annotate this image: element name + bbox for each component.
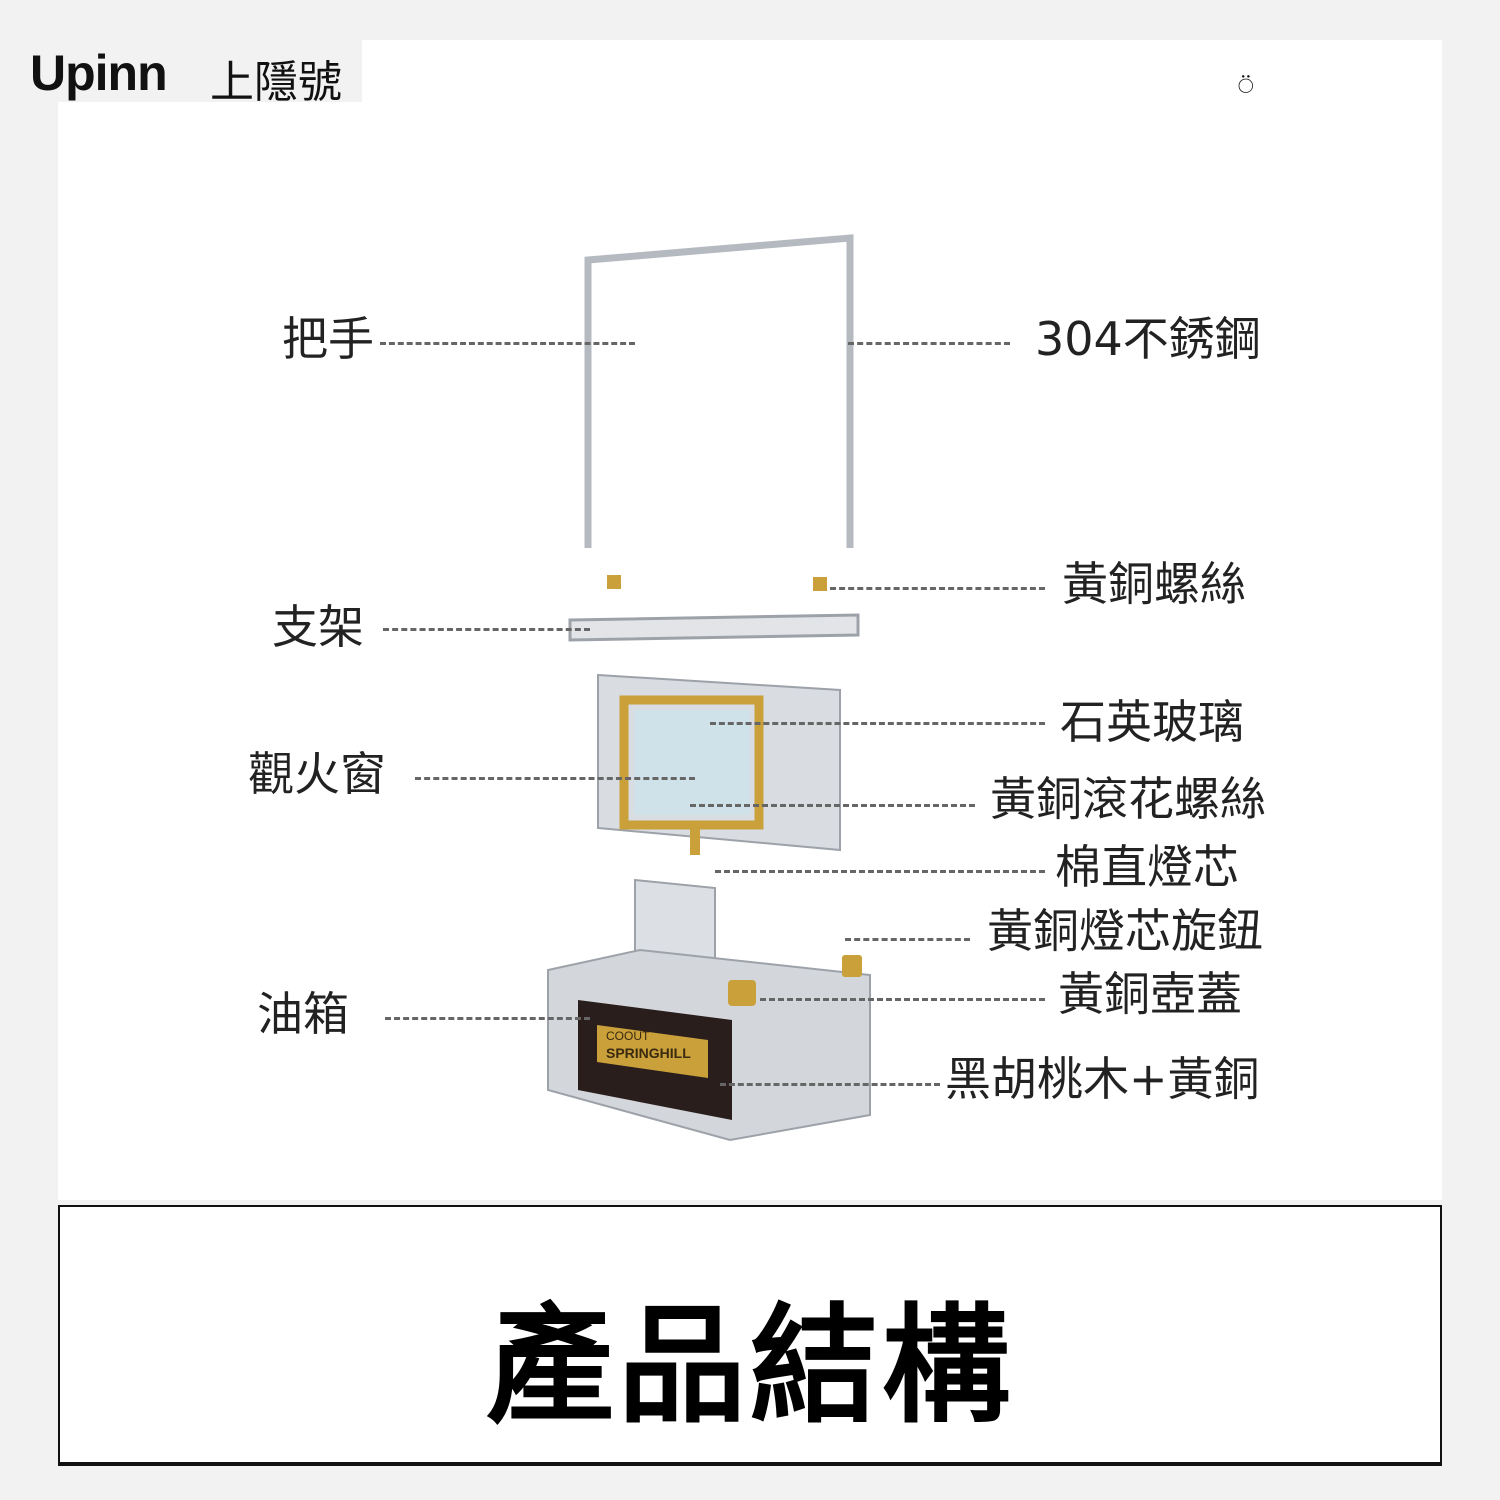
leader-material [848, 342, 1010, 345]
leader-plate [720, 1083, 940, 1086]
logo-text: Upinn [30, 45, 168, 101]
plate-line1: COOUT [606, 1029, 650, 1043]
leader-handle [380, 342, 635, 345]
brass-screw-left [607, 575, 621, 589]
leader-brass-screw [830, 587, 1045, 590]
brand-logo: Upinn 上隱號 [0, 38, 362, 108]
logo-cn: 上隱號 [210, 57, 342, 108]
plate-line2: SPRINGHILL [606, 1045, 691, 1061]
window-part [597, 673, 841, 855]
leader-cap [760, 998, 1045, 1001]
label-knurled-screw: 黃銅滾花螺絲 [990, 772, 1266, 826]
leader-knurled [690, 804, 975, 807]
label-bracket: 支架 [272, 600, 364, 654]
leader-quartz [710, 722, 1045, 725]
label-cap: 黃銅壺蓋 [1058, 967, 1242, 1021]
handle-part [584, 234, 854, 548]
leader-window [415, 777, 695, 780]
tank-part: COOUT SPRINGHILL [547, 878, 871, 1142]
bracket-part [568, 613, 860, 642]
brass-screw-right [813, 577, 827, 591]
ring-icon: ⍥ [1238, 72, 1254, 102]
label-handle: 把手 [282, 312, 374, 366]
label-fire-window: 觀火窗 [248, 747, 386, 801]
label-plate: 黑胡桃木+黃銅 [945, 1052, 1260, 1106]
label-wick-knob: 黃銅燈芯旋鈕 [987, 904, 1263, 958]
label-tank: 油箱 [257, 987, 349, 1041]
page-title: 產品結構 [485, 1292, 1014, 1441]
label-brass-screw: 黃銅螺絲 [1062, 557, 1246, 611]
leader-tank [385, 1017, 590, 1020]
label-material: 304不銹鋼 [1035, 312, 1261, 366]
leader-knob [845, 938, 970, 941]
label-wick: 棉直燈芯 [1055, 840, 1239, 894]
label-quartz-glass: 石英玻璃 [1060, 695, 1244, 749]
leader-wick [715, 870, 1045, 873]
title-box: 產品結構 [58, 1205, 1442, 1466]
leader-bracket [383, 628, 590, 631]
